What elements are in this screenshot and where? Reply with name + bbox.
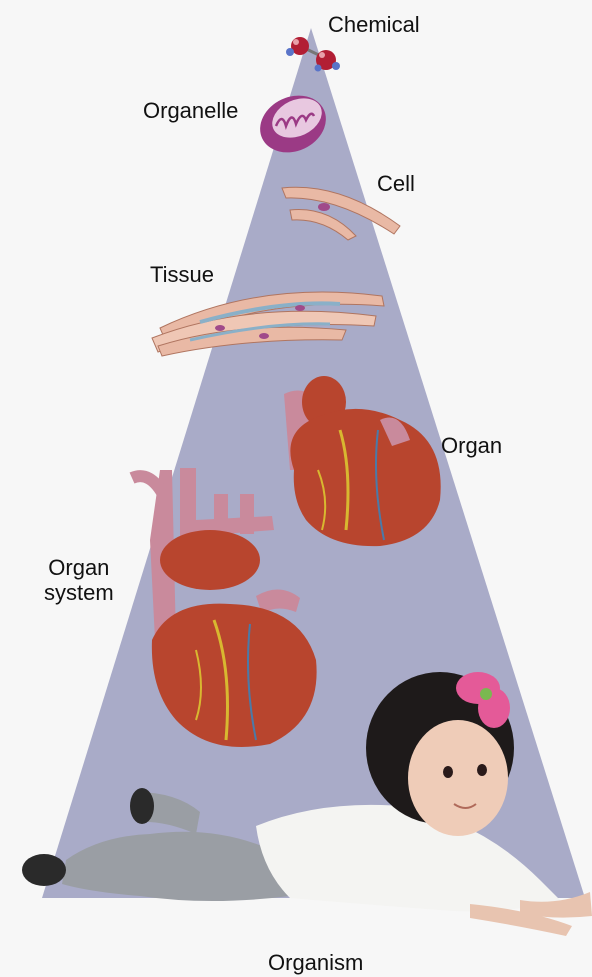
label-organelle: Organelle	[143, 98, 238, 123]
label-organ: Organ	[441, 433, 502, 458]
label-cell: Cell	[377, 171, 415, 196]
label-tissue: Tissue	[150, 262, 214, 287]
label-organ-system: Organ system	[44, 555, 114, 606]
label-organism: Organism	[268, 950, 363, 975]
label-chemical: Chemical	[328, 12, 420, 37]
